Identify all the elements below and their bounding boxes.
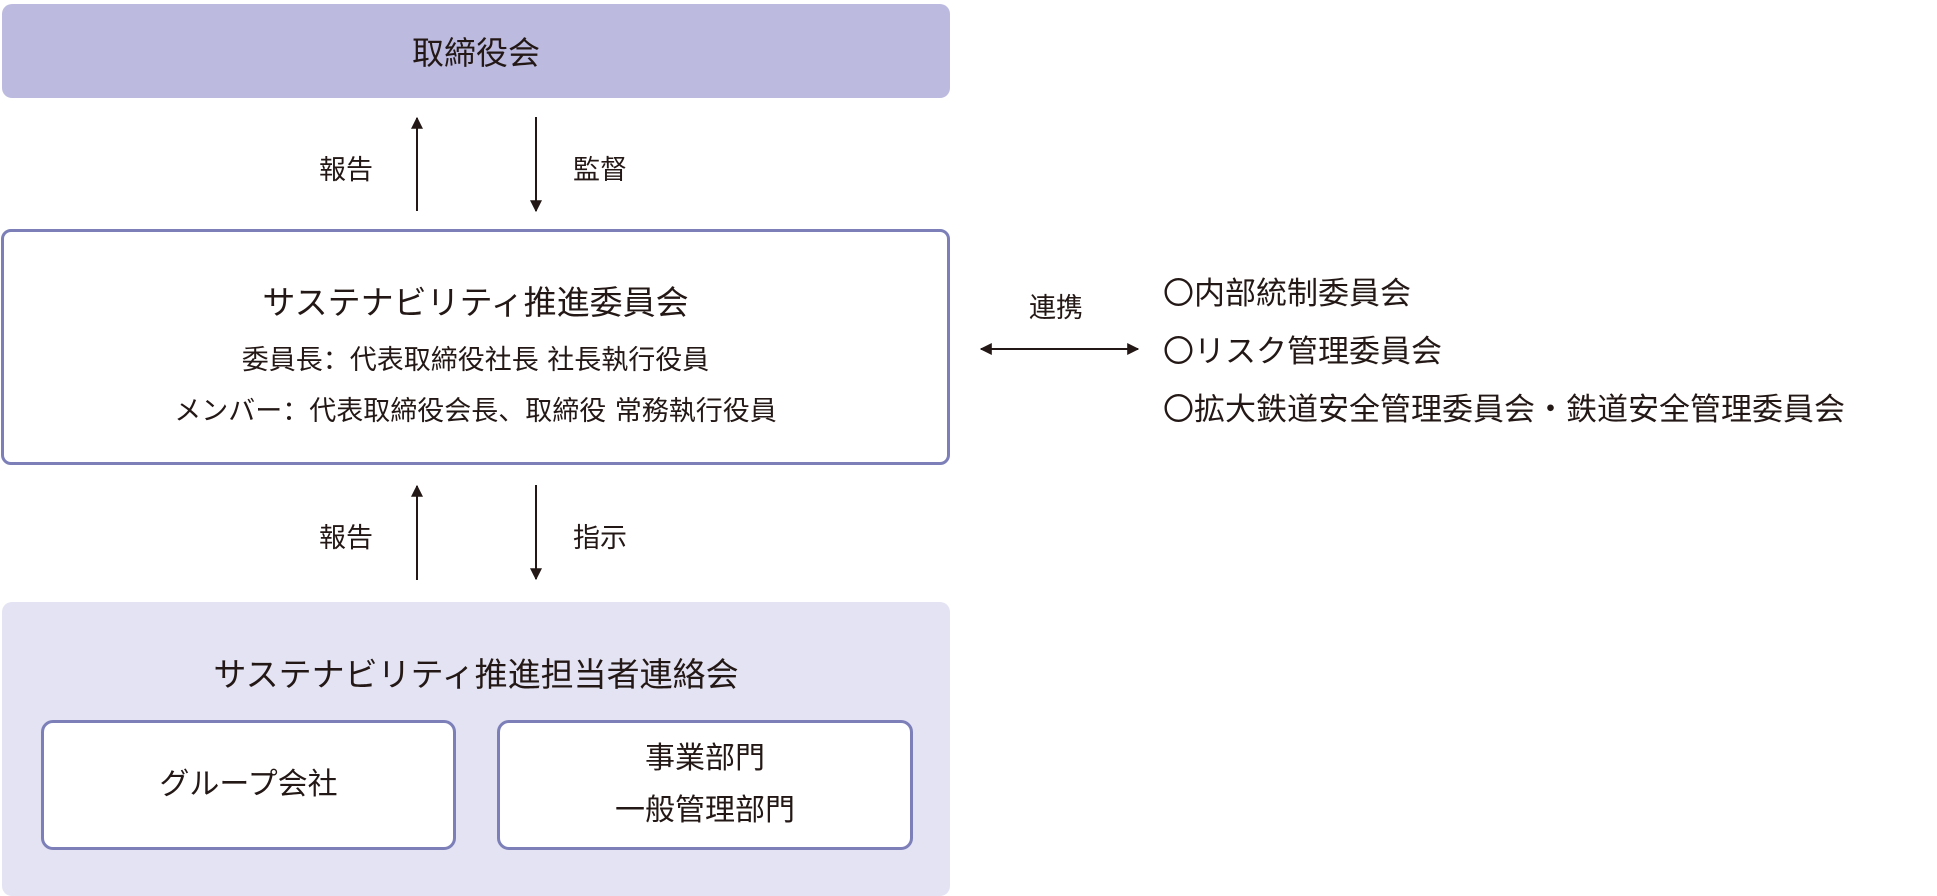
committee-members: メンバー：代表取締役会長、取締役 常務執行役員 — [174, 396, 777, 427]
general-admin-departments-label: 一般管理部門 — [615, 793, 795, 828]
committee-title: サステナビリティ推進委員会 — [262, 283, 689, 322]
business-departments-label: 事業部門 — [645, 741, 765, 776]
report-label-top: 報告 — [319, 155, 373, 186]
group-companies-box: グループ会社 — [41, 720, 456, 850]
liaison-title: サステナビリティ推進担当者連絡会 — [213, 655, 739, 694]
related-committee-item: 〇拡大鉄道安全管理委員会・鉄道安全管理委員会 — [1163, 392, 1845, 428]
supervise-label: 監督 — [573, 155, 627, 186]
committee-chair: 委員長：代表取締役社長 社長執行役員 — [241, 345, 710, 376]
sustainability-committee-box: サステナビリティ推進委員会 委員長：代表取締役社長 社長執行役員 メンバー：代表… — [1, 229, 950, 465]
instruct-label: 指示 — [573, 523, 627, 554]
cooperation-label: 連携 — [1029, 293, 1083, 324]
board-label: 取締役会 — [411, 34, 540, 72]
liaison-meeting-box: サステナビリティ推進担当者連絡会 グループ会社 事業部門 一般管理部門 — [2, 602, 950, 896]
related-committee-item: 〇内部統制委員会 — [1163, 276, 1411, 312]
related-committee-item: 〇リスク管理委員会 — [1163, 334, 1442, 370]
group-companies-label: グループ会社 — [159, 767, 338, 802]
departments-box: 事業部門 一般管理部門 — [497, 720, 913, 850]
board-of-directors-box: 取締役会 — [2, 4, 950, 98]
report-label-bottom: 報告 — [319, 523, 373, 554]
